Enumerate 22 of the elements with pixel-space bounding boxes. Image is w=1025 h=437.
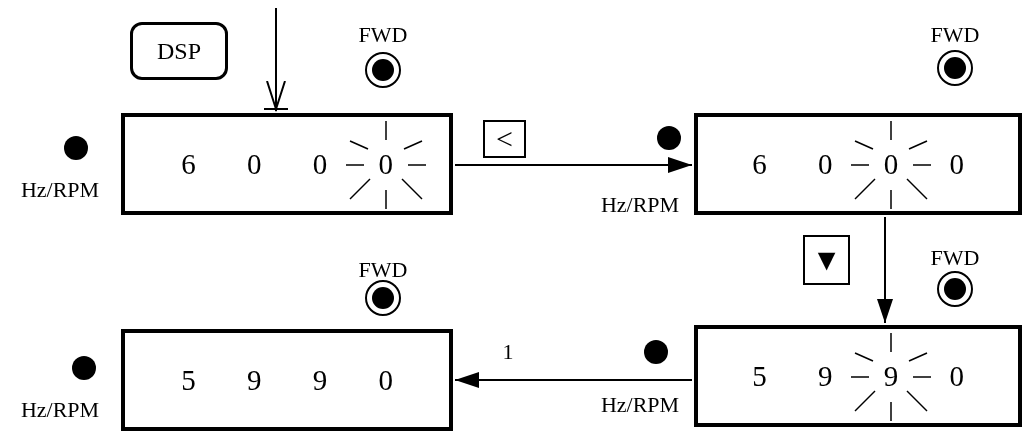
indicator-label: FWD [358,22,408,48]
dsp-key: DSP [130,22,228,80]
indicator-label: FWD [358,257,408,283]
indicator-label: Hz/RPM [20,177,100,203]
key-symbol: < [483,120,526,158]
display-panel [694,325,1022,427]
key-symbol: ▼ [803,235,850,285]
display-panel [694,113,1022,215]
display-readout: 5 9 9 0 [181,363,393,397]
arrow [454,372,693,388]
indicator-label: FWD [930,245,980,271]
indicator-label: Hz/RPM [600,192,680,218]
arrow [877,216,893,324]
indicator-label: FWD [930,22,980,48]
indicator-label: Hz/RPM [20,397,100,423]
display-readout: 6 0 0 0 [181,147,393,181]
display-readout: 5 9 9 0 [752,359,964,393]
indicator-label: Hz/RPM [600,392,680,418]
display-readout: 6 0 0 0 [752,147,964,181]
display-panel [121,329,453,431]
arrow [454,157,693,173]
display-panel [121,113,453,215]
